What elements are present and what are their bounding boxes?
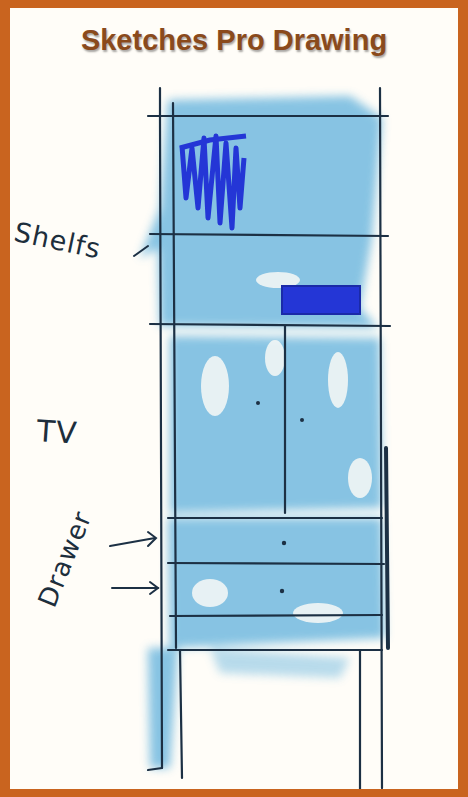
cabinet-lines — [148, 88, 390, 789]
drawer-label: Drawer — [32, 507, 97, 612]
knobs — [256, 401, 304, 593]
cabinet-sketch — [10, 8, 458, 789]
title: Sketches Pro Drawing — [10, 24, 458, 57]
leader-arrow — [110, 246, 158, 594]
shelf-label: Shelfs — [12, 216, 104, 265]
box-item — [282, 286, 360, 314]
watercolor-wash — [140, 96, 385, 768]
book-scribble — [180, 136, 246, 228]
sketch-frame: Sketches Pro Drawing ShelfsTV Drawer — [10, 8, 458, 789]
tv-label: TV — [36, 413, 79, 451]
